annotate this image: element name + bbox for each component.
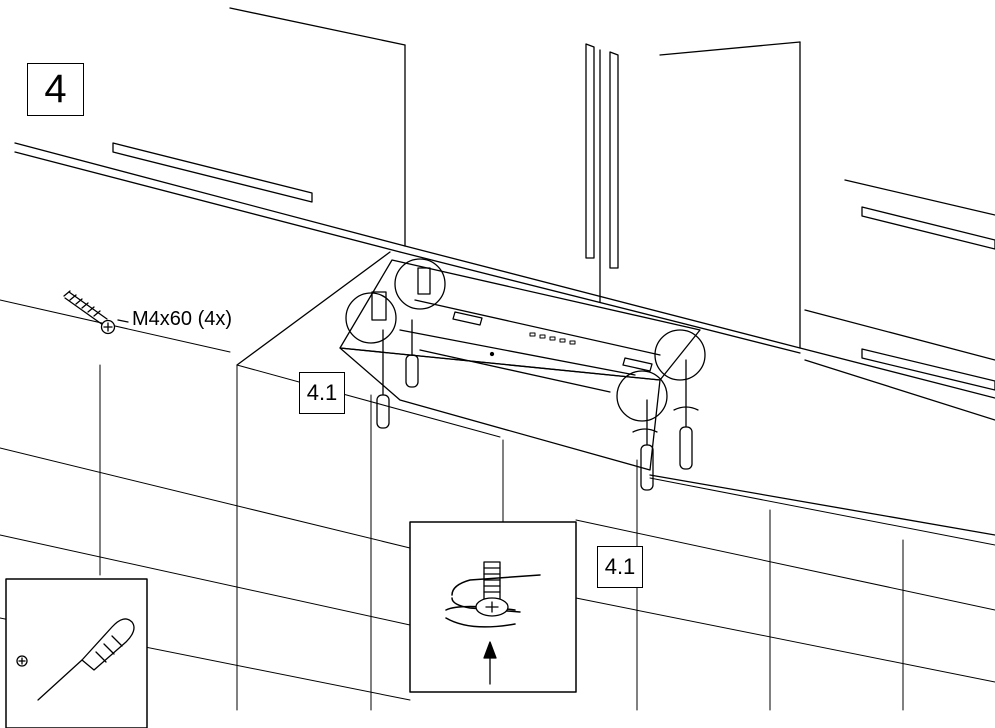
up-arrow-icon [483,641,497,685]
phillips-head-icon [16,655,28,667]
screw-icon [63,290,116,335]
screw-spec-label: M4x60 (4x) [132,308,233,330]
step-number-box: 4 [27,63,84,116]
substep-label: 4.1 [597,546,643,588]
screwdrivers-mounting [376,319,699,491]
tool-box [5,578,148,728]
inset-detail [409,521,577,693]
screwdriver-icon [37,618,135,701]
substep-label: 4.1 [299,372,345,414]
wall-cabinets [14,7,995,399]
cooker-hood [339,258,706,471]
base-unit [236,251,995,536]
